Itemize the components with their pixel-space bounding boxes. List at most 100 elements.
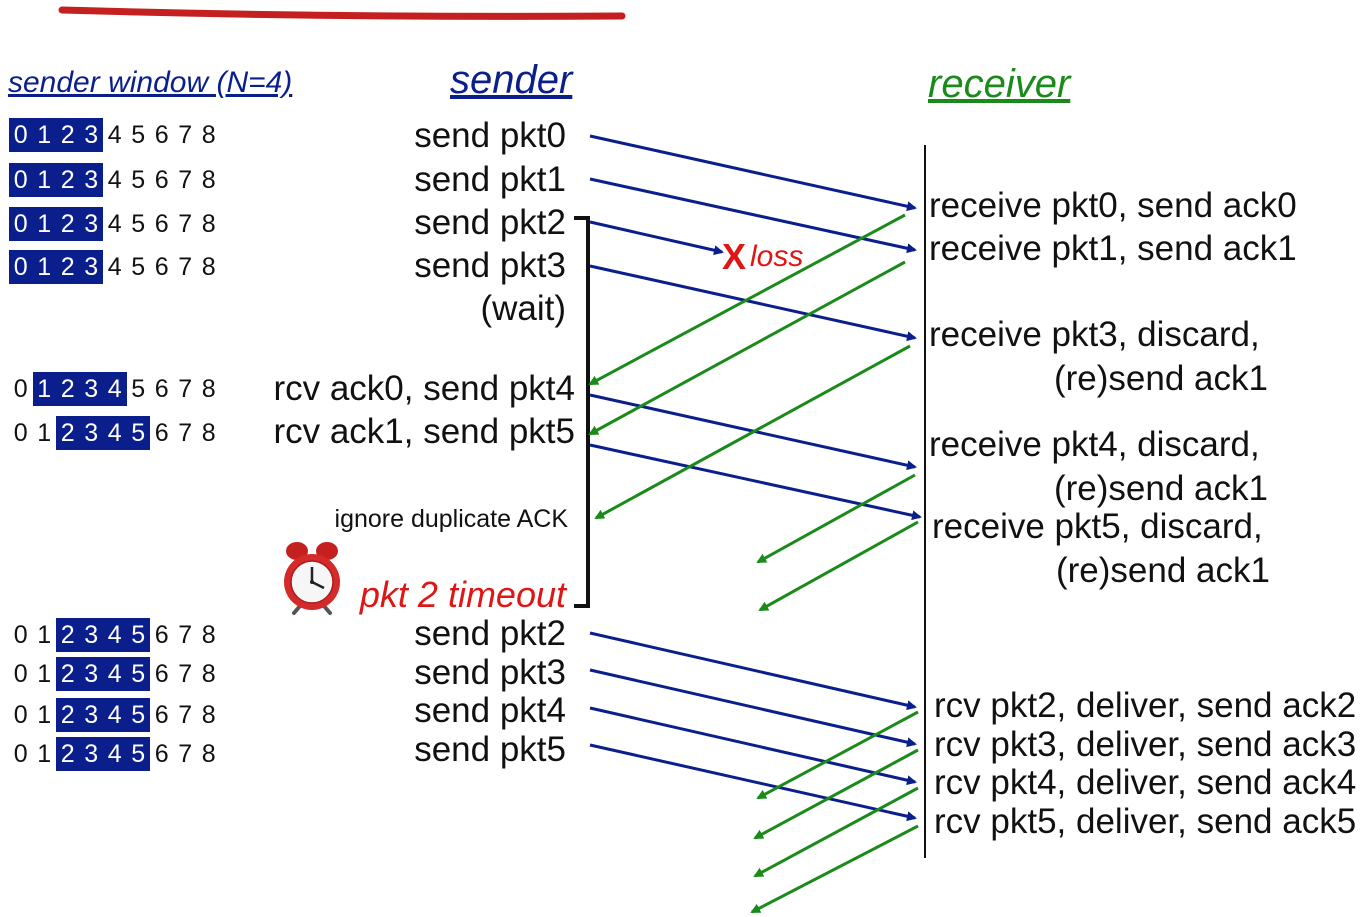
sequence-number-cell: 5 — [131, 166, 146, 194]
receiver-event: rcv pkt3, deliver, send ack3 — [934, 725, 1357, 764]
sequence-number-cell: 5 — [131, 375, 146, 403]
ignore-duplicate-ack-note: ignore duplicate ACK — [334, 505, 568, 533]
sequence-number-cell: 3 — [79, 698, 103, 732]
sequence-number-cell: 6 — [154, 660, 169, 688]
sequence-number-cell: 2 — [56, 737, 80, 771]
receiver-event: rcv pkt4, deliver, send ack4 — [934, 763, 1357, 802]
sequence-number-cell: 0 — [9, 163, 33, 197]
sequence-number-cell: 8 — [201, 121, 216, 149]
sequence-number-cell: 2 — [56, 618, 80, 652]
sender-event: rcv ack1, send pkt5 — [273, 412, 575, 451]
sequence-number-cell: 8 — [201, 740, 216, 768]
top-stroke — [58, 6, 626, 20]
sender-event: send pkt0 — [414, 116, 566, 155]
sequence-number-cell: 8 — [201, 419, 216, 447]
sequence-number-cell: 7 — [178, 375, 193, 403]
sequence-number-cell: 6 — [154, 375, 169, 403]
receiver-event: receive pkt1, send ack1 — [929, 229, 1297, 268]
sequence-number-cell: 5 — [131, 253, 146, 281]
sequence-number-cell: 2 — [56, 207, 80, 241]
sequence-number-cell: 3 — [79, 737, 103, 771]
sequence-number-cell: 0 — [9, 118, 33, 152]
sequence-number-cell: 5 — [131, 121, 146, 149]
ack-arrow-ack5 — [750, 824, 919, 914]
sequence-number-cell: 0 — [13, 740, 28, 768]
receiver-header: receiver — [928, 62, 1071, 106]
sequence-number-cell: 2 — [56, 118, 80, 152]
sequence-number-cell: 2 — [56, 163, 80, 197]
sequence-number-cell: 2 — [56, 372, 80, 406]
sender-event: send pkt5 — [414, 730, 566, 769]
sequence-number-cell: 7 — [178, 210, 193, 238]
sender-event: send pkt3 — [414, 653, 566, 692]
sequence-number-cell: 5 — [131, 210, 146, 238]
sequence-number-cell: 3 — [79, 657, 103, 691]
loss-mark: X — [722, 236, 747, 277]
sequence-number-cell: 5 — [126, 698, 150, 732]
sequence-number-cell: 6 — [154, 621, 169, 649]
ack-arrow-ack1-dup3 — [758, 520, 919, 612]
receiver-event: receive pkt3, discard, — [929, 315, 1260, 354]
sender-window-header: sender window (N=4) — [8, 66, 293, 99]
sequence-number-cell: 0 — [13, 701, 28, 729]
ack-arrow-ack1-dup1 — [594, 344, 911, 520]
sequence-number-cell: 0 — [13, 660, 28, 688]
sequence-number-cell: 7 — [178, 701, 193, 729]
sequence-number-cell: 8 — [201, 166, 216, 194]
sequence-number-cell: 3 — [79, 372, 103, 406]
receiver-event: rcv pkt2, deliver, send ack2 — [934, 686, 1357, 725]
sender-header: sender — [450, 58, 573, 102]
sequence-number-cell: 0 — [13, 621, 28, 649]
data-arrow-pkt2-resend — [589, 631, 917, 711]
receiver-event: receive pkt5, discard, — [932, 507, 1263, 546]
sequence-number-cell: 6 — [154, 121, 169, 149]
sequence-number-cell: 7 — [178, 660, 193, 688]
sequence-number-cell: 3 — [79, 118, 103, 152]
sequence-number-cell: 8 — [201, 660, 216, 688]
sequence-number-cell: 5 — [126, 618, 150, 652]
data-arrow-pkt3-resend — [589, 668, 917, 748]
sequence-number-cell: 8 — [201, 375, 216, 403]
sequence-number-cell: 3 — [79, 618, 103, 652]
sequence-number-cell: 7 — [178, 121, 193, 149]
sequence-number-cell: 4 — [107, 166, 122, 194]
sequence-number-cell: 1 — [37, 660, 52, 688]
sequence-number-cell: 4 — [107, 121, 122, 149]
sequence-number-cell: 1 — [37, 419, 52, 447]
sequence-number-cell: 1 — [37, 740, 52, 768]
sequence-number-cell: 8 — [201, 210, 216, 238]
receiver-event: (re)send ack1 — [1054, 469, 1268, 508]
sequence-number-cell: 4 — [107, 210, 122, 238]
sequence-number-cell: 4 — [103, 618, 127, 652]
sequence-number-cell: 7 — [178, 621, 193, 649]
sequence-number-cell: 4 — [103, 416, 127, 450]
timer-bracket — [574, 216, 590, 608]
data-arrow-pkt5-resend — [589, 743, 917, 822]
sequence-number-cell: 4 — [103, 372, 127, 406]
sequence-number-cell: 6 — [154, 253, 169, 281]
sequence-number-cell: 6 — [154, 210, 169, 238]
receiver-event: (re)send ack1 — [1054, 359, 1268, 398]
ack-arrow-ack3 — [753, 748, 919, 840]
sender-event: (wait) — [480, 289, 566, 328]
sequence-number-cell: 5 — [126, 737, 150, 771]
sequence-number-cell: 6 — [154, 740, 169, 768]
ack-arrow-ack0 — [588, 213, 906, 386]
sequence-number-cell: 7 — [178, 419, 193, 447]
sequence-number-cell: 1 — [32, 118, 56, 152]
sequence-number-cell: 7 — [178, 166, 193, 194]
sequence-number-cell: 6 — [154, 166, 169, 194]
sequence-number-cell: 1 — [37, 701, 52, 729]
sequence-number-cell: 5 — [126, 657, 150, 691]
sequence-number-cell: 0 — [13, 419, 28, 447]
data-arrow-pkt0 — [589, 134, 917, 212]
sequence-number-cell: 0 — [9, 250, 33, 284]
timeout-note: pkt 2 timeout — [359, 574, 566, 615]
ack-arrow-ack1-dup2 — [756, 473, 916, 564]
